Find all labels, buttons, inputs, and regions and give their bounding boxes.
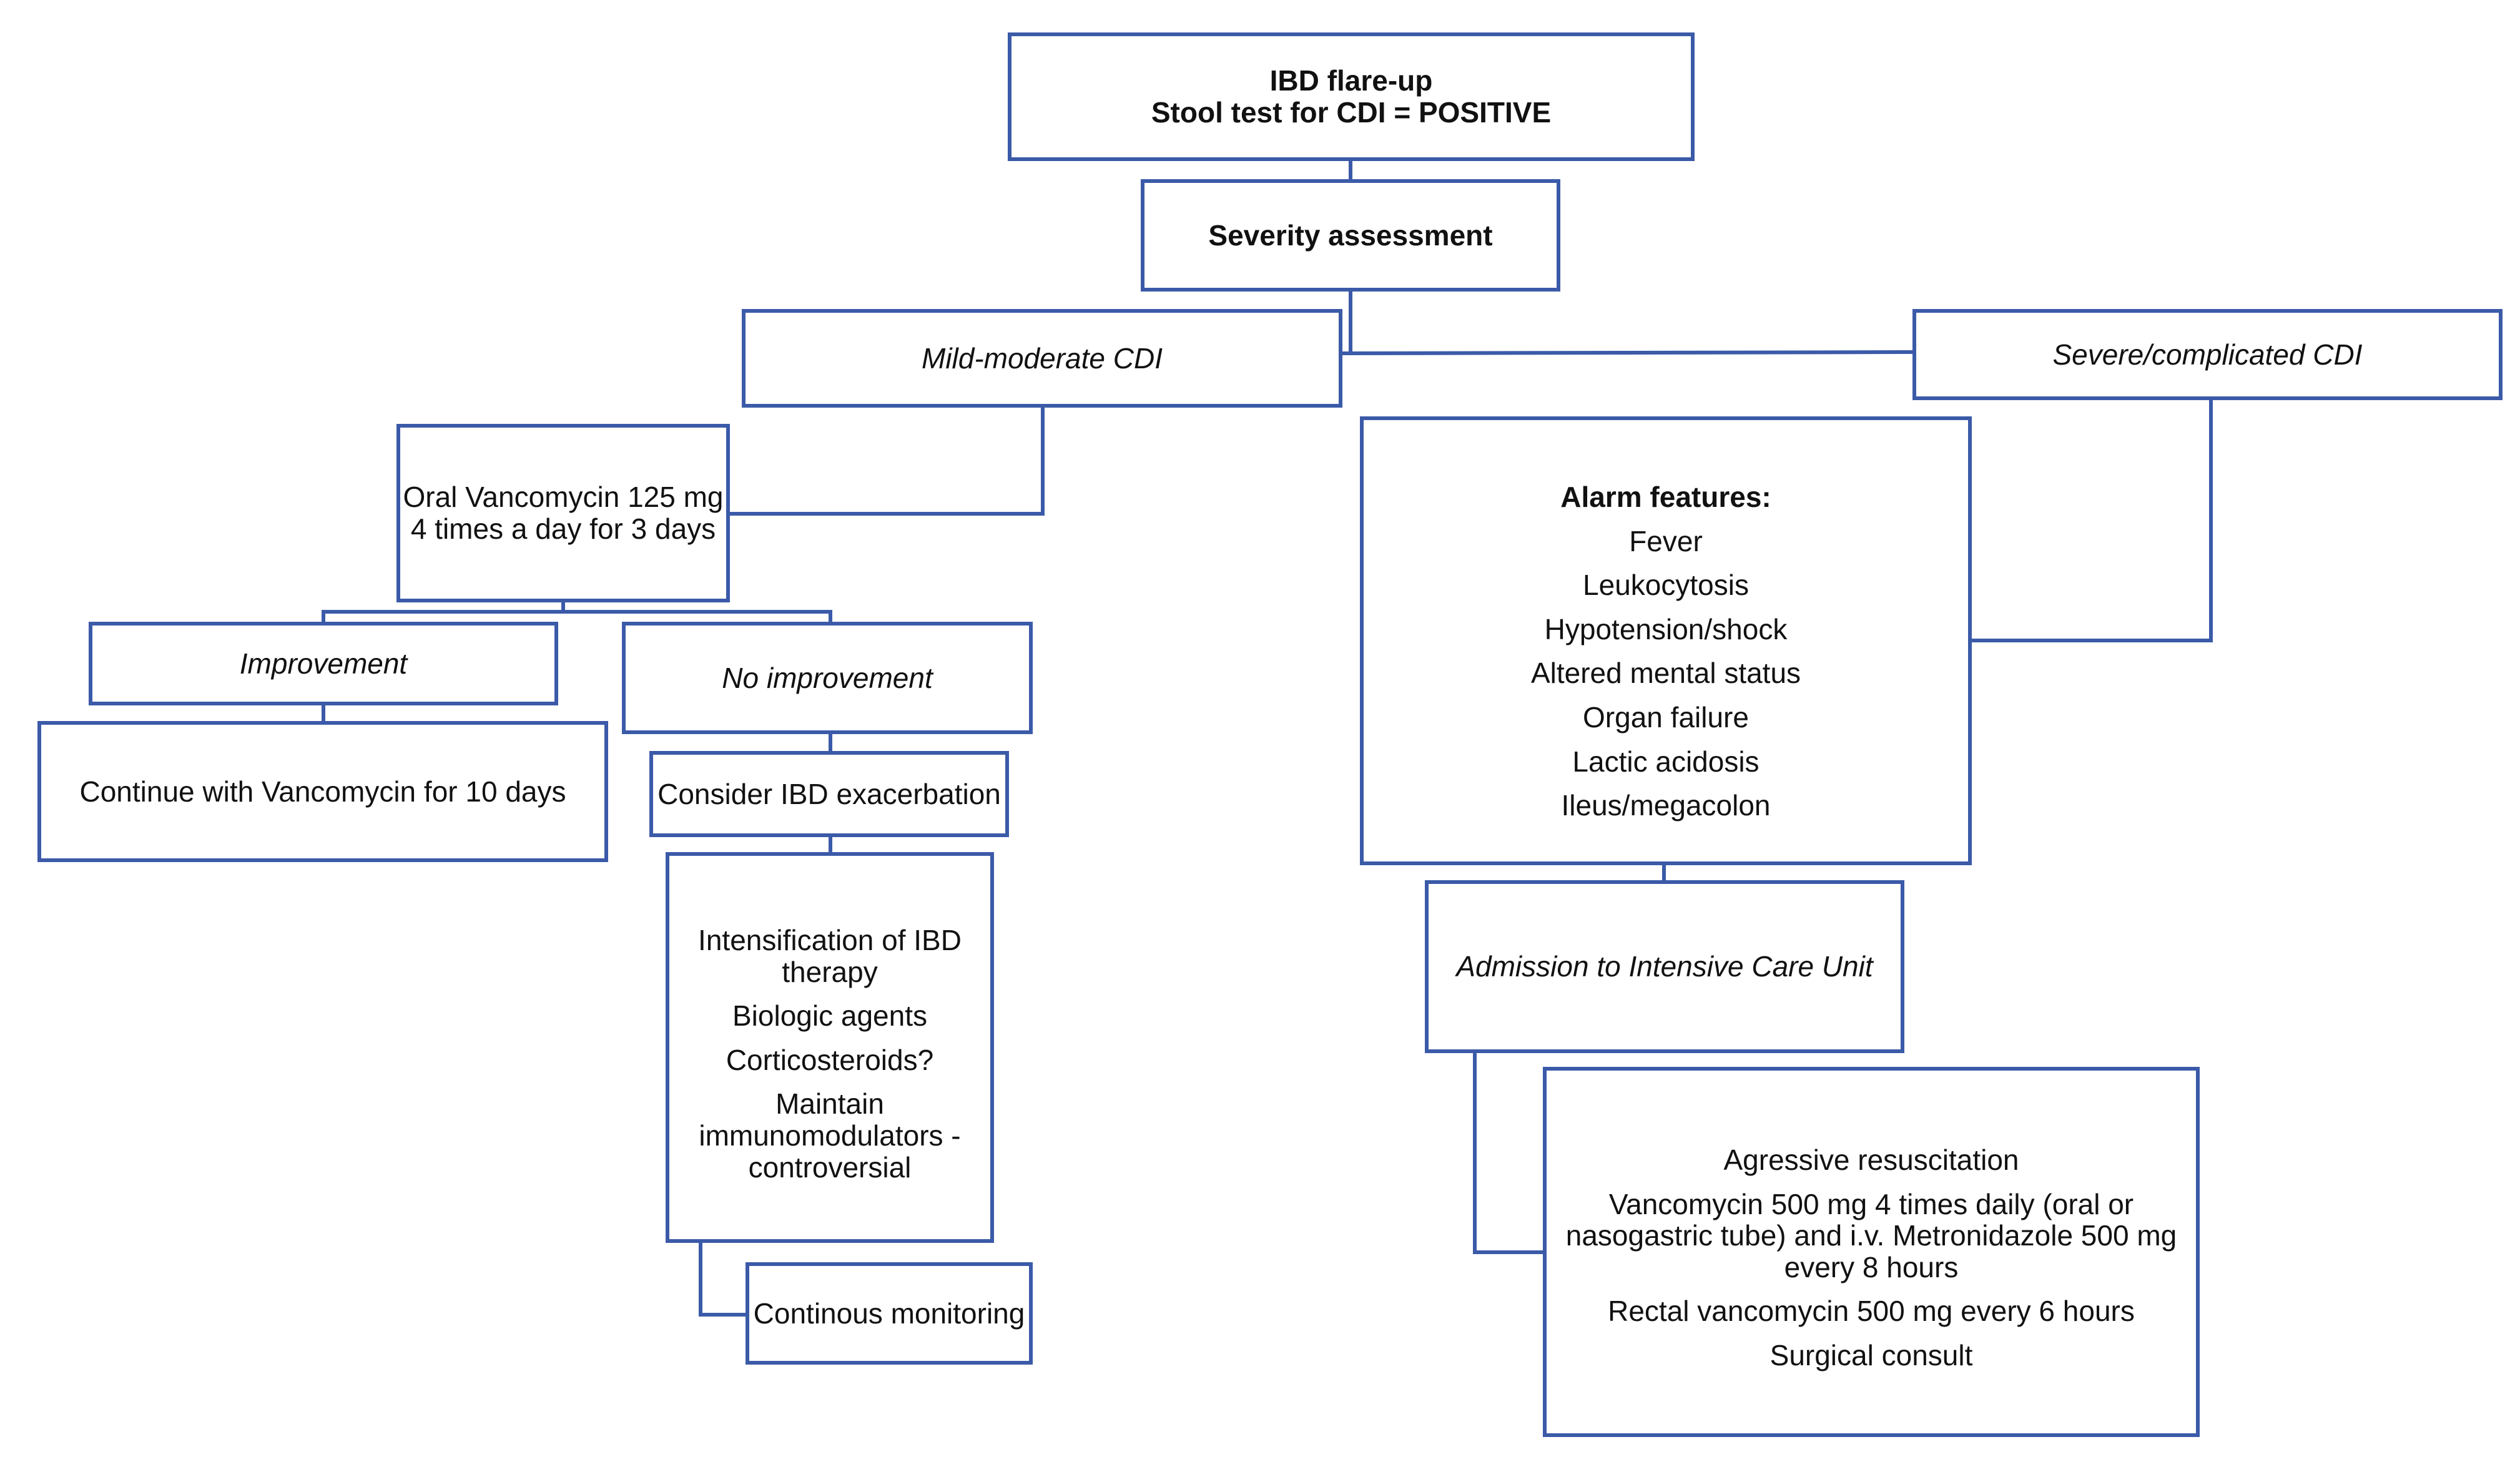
node-alarm-features: Alarm features: Fever Leukocytosis Hypot… bbox=[1360, 416, 1972, 865]
biologic-agents: Biologic agents bbox=[732, 999, 927, 1033]
connector-severe-alarm bbox=[1969, 398, 2213, 642]
node-icu-treatment: Agressive resuscitation Vancomycin 500 m… bbox=[1543, 1067, 2200, 1437]
node-continue-vancomycin: Continue with Vancomycin for 10 days bbox=[37, 721, 608, 862]
vancomycin-line-1: Vancomycin 500 mg 4 times daily (oral or bbox=[1608, 1187, 2134, 1220]
node-icu-admission: Admission to Intensive Care Unit bbox=[1425, 880, 1904, 1053]
alarm-item: Lactic acidosis bbox=[1572, 745, 1760, 778]
immunomodulators-line-3: controversial bbox=[748, 1150, 912, 1184]
intensification-line-1: Intensification of IBD bbox=[698, 924, 962, 956]
icu-label: Admission to Intensive Care Unit bbox=[1456, 950, 1873, 983]
no-improvement-label: No improvement bbox=[722, 661, 933, 694]
node-consider-ibd-exacerbation: Consider IBD exacerbation bbox=[649, 751, 1009, 837]
immunomodulators-line-1: Maintain bbox=[775, 1087, 884, 1121]
node-mild-moderate-cdi: Mild-moderate CDI bbox=[742, 309, 1342, 408]
connector-mild-vanco bbox=[726, 405, 1045, 516]
alarm-item: Hypotension/shock bbox=[1544, 612, 1788, 645]
severe-label: Severe/complicated CDI bbox=[2052, 338, 2363, 371]
immunomodulators-line-2: immunomodulators - bbox=[699, 1119, 961, 1152]
alarm-item: Ileus/megacolon bbox=[1561, 789, 1771, 822]
alarm-item: Leukocytosis bbox=[1583, 569, 1749, 602]
flare-line-2: Stool test for CDI = POSITIVE bbox=[1151, 96, 1552, 129]
vancomycin-line-3: every 8 hours bbox=[1784, 1250, 1959, 1283]
resuscitation: Agressive resuscitation bbox=[1723, 1144, 2019, 1176]
corticosteroids: Corticosteroids? bbox=[726, 1043, 934, 1076]
node-severity-assessment: Severity assessment bbox=[1141, 179, 1560, 292]
alarm-title: Alarm features: bbox=[1560, 481, 1771, 513]
alarm-item: Organ failure bbox=[1583, 700, 1749, 733]
consider-label: Consider IBD exacerbation bbox=[657, 777, 1001, 810]
node-ibd-flare-up: IBD flare-up Stool test for CDI = POSITI… bbox=[1008, 32, 1695, 161]
connector-icu-treatment bbox=[1473, 1051, 1547, 1254]
node-improvement: Improvement bbox=[89, 622, 558, 705]
mild-label: Mild-moderate CDI bbox=[922, 341, 1163, 375]
severity-label: Severity assessment bbox=[1208, 218, 1493, 252]
flare-line-1: IBD flare-up bbox=[1269, 64, 1433, 97]
rectal-vancomycin: Rectal vancomycin 500 mg every 6 hours bbox=[1608, 1295, 2135, 1328]
connector-severity-severe bbox=[1340, 350, 1917, 356]
vanco-line-1: Oral Vancomycin 125 mg bbox=[403, 481, 724, 514]
improvement-label: Improvement bbox=[239, 647, 408, 680]
alarm-item: Fever bbox=[1629, 524, 1703, 557]
vancomycin-line-2: nasogastric tube) and i.v. Metronidazole… bbox=[1565, 1219, 2177, 1252]
node-severe-complicated-cdi: Severe/complicated CDI bbox=[1912, 309, 2503, 400]
continue-label: Continue with Vancomycin for 10 days bbox=[79, 775, 566, 808]
connector-vanco-branches bbox=[322, 610, 832, 624]
intensification-line-2: therapy bbox=[782, 955, 878, 988]
node-no-improvement: No improvement bbox=[622, 622, 1033, 734]
node-ibd-therapy-intensification: Intensification of IBD therapy Biologic … bbox=[666, 852, 994, 1243]
node-oral-vancomycin: Oral Vancomycin 125 mg 4 times a day for… bbox=[396, 424, 730, 602]
connector-intensification-monitoring bbox=[699, 1240, 749, 1317]
vanco-line-2: 4 times a day for 3 days bbox=[410, 513, 716, 545]
monitoring-label: Continous monitoring bbox=[753, 1297, 1025, 1330]
alarm-item: Altered mental status bbox=[1530, 657, 1801, 690]
surgical-consult: Surgical consult bbox=[1769, 1338, 1973, 1371]
node-continuous-monitoring: Continous monitoring bbox=[746, 1262, 1033, 1365]
